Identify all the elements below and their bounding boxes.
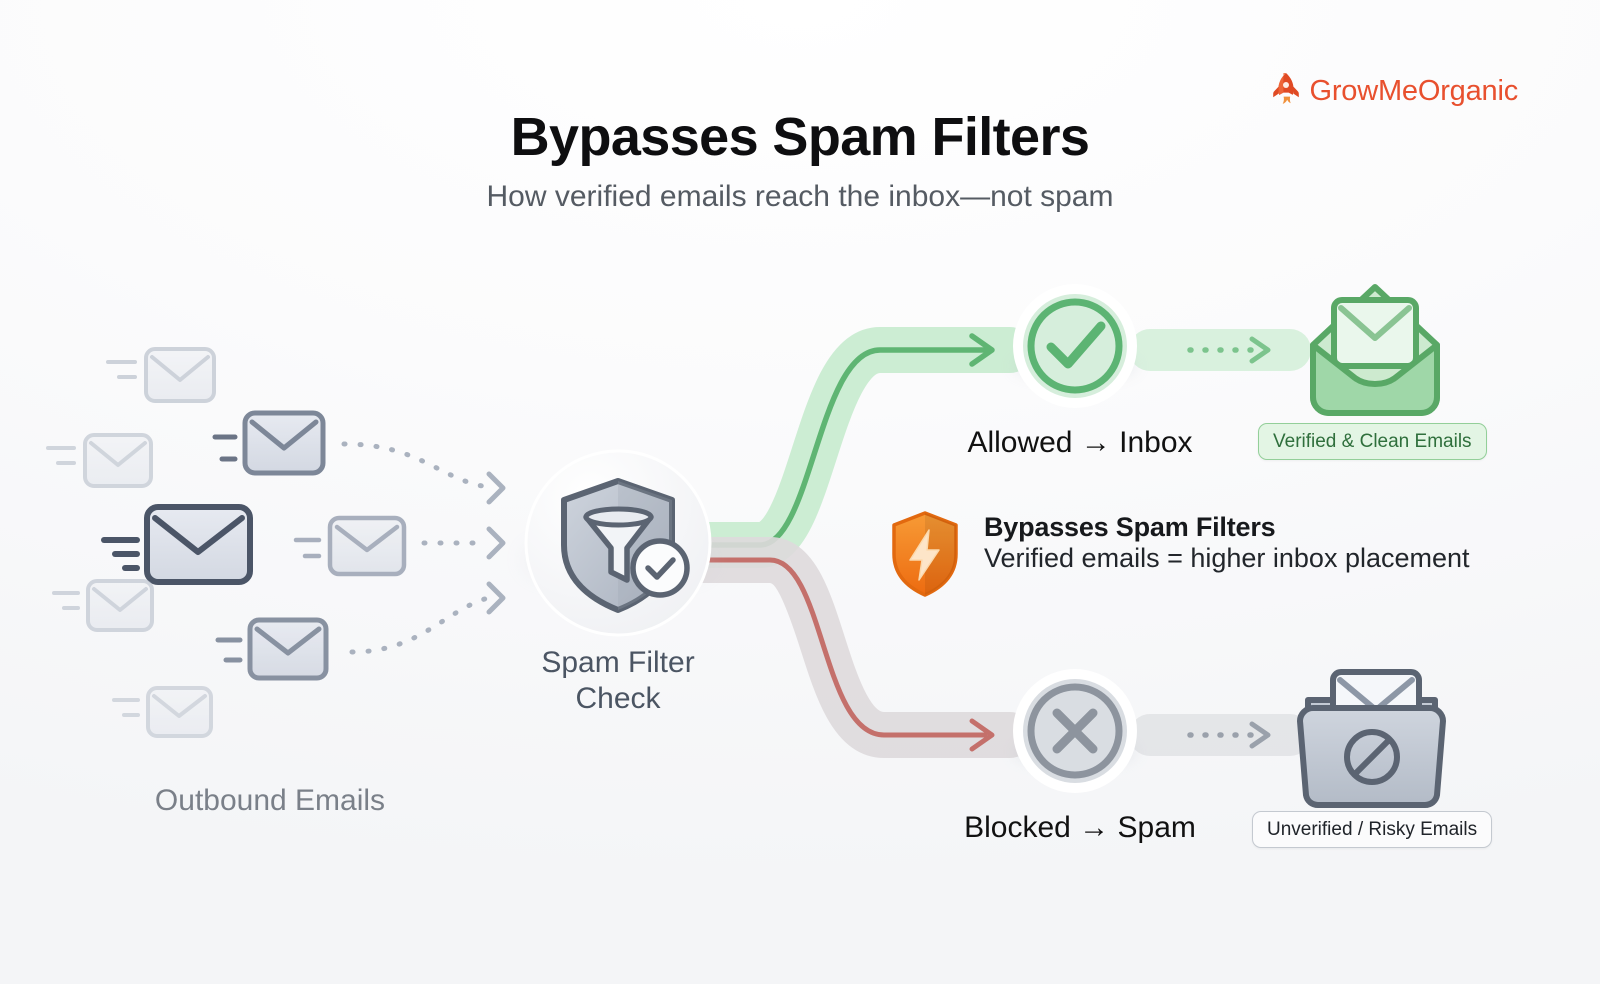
check-circle-icon (1027, 298, 1123, 394)
rocket-icon (1271, 72, 1301, 111)
dotted-arrow-spam (1187, 721, 1271, 749)
spam-filter-node[interactable] (524, 449, 712, 637)
status-badge-unverified-risky: Unverified / Risky Emails (1252, 811, 1493, 848)
page-subtitle: How verified emails reach the inbox—not … (486, 180, 1114, 213)
envelope-icon (215, 617, 329, 681)
envelope-icon (52, 579, 154, 632)
converging-dotted-paths (341, 441, 491, 655)
envelope-icon (293, 515, 407, 577)
outbound-emails-label: Outbound Emails (154, 784, 386, 817)
x-circle-icon (1027, 683, 1123, 779)
envelope-icon (106, 347, 216, 403)
blocked-status-node[interactable] (1013, 669, 1137, 793)
allowed-status-node[interactable] (1013, 284, 1137, 408)
status-badge-verified-clean: Verified & Clean Emails (1258, 423, 1487, 460)
open-inbox-envelope-icon (1310, 284, 1440, 416)
page-title: Bypasses Spam Filters (510, 107, 1090, 167)
bypass-callout: Bypasses Spam Filters Verified emails = … (886, 508, 1470, 605)
envelope-icon (46, 433, 153, 488)
spam-filter-label: Spam Filter Check (498, 645, 738, 717)
blocked-branch-label: Blocked → Spam (964, 811, 1196, 844)
spam-filter-label-line1: Spam Filter (541, 646, 695, 679)
envelope-icon (212, 410, 326, 476)
envelope-icon (112, 686, 213, 738)
shield-funnel-check-icon (561, 478, 690, 613)
envelope-icon (101, 504, 253, 585)
outbound-email-cluster (46, 347, 506, 738)
callout-title: Bypasses Spam Filters (984, 512, 1276, 542)
flow-ribbon-blocked (667, 537, 1311, 758)
orange-shield-bolt-icon (886, 508, 964, 605)
brand-logo: GrowMeOrganic (1271, 72, 1518, 111)
callout-subtitle: Verified emails = higher inbox placement (984, 543, 1470, 573)
allowed-branch-label: Allowed → Inbox (967, 426, 1193, 459)
dotted-arrow-inbox (1187, 336, 1271, 364)
spam-folder-blocked-icon (1297, 669, 1446, 808)
chevron-arrow-icon (486, 471, 506, 615)
spam-filter-label-line2: Check (575, 682, 661, 715)
brand-name: GrowMeOrganic (1309, 75, 1518, 107)
